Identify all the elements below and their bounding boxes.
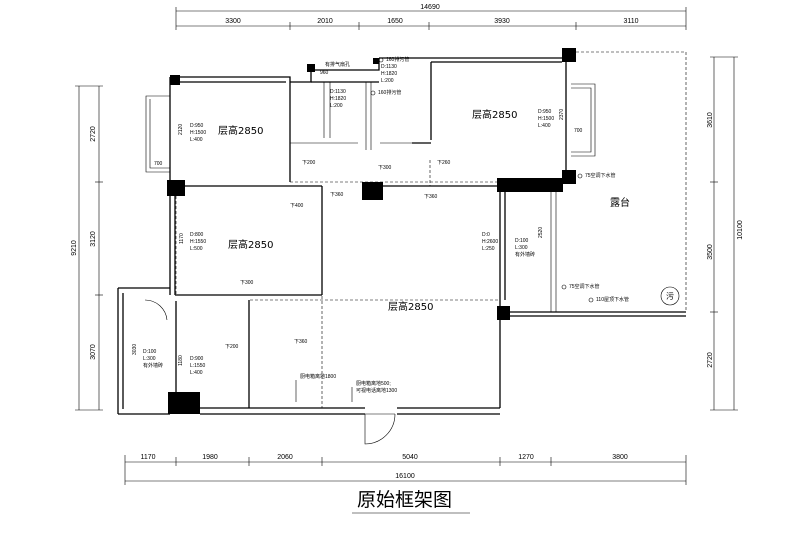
- window-notes: D:950 H:1500 L:400 2120 700 D:950 H:1500…: [132, 64, 583, 376]
- down-400: 下400: [290, 203, 304, 209]
- down-360-b: 下360: [424, 194, 438, 200]
- right-dimensions: 3610 3500 2720 10100: [707, 56, 744, 411]
- dim-left-3: 3070: [90, 344, 97, 360]
- w7-height: 1180: [178, 355, 184, 366]
- walls: [117, 51, 687, 415]
- w7-d: D:900: [190, 356, 204, 362]
- w9-l: L:200: [381, 78, 394, 84]
- drain-note-2: 160排污管: [378, 89, 401, 96]
- w3-d: D:800: [190, 232, 204, 238]
- top-dimensions: 14690 3300 2010 1650 3930 3110: [175, 4, 687, 30]
- w9-d: D:1130: [381, 64, 397, 70]
- w7-l2: L:400: [190, 370, 203, 376]
- w6-height: 3030: [132, 344, 138, 355]
- roof-drain-note: 110屋顶下水管: [596, 296, 629, 303]
- dashed-lines: [175, 160, 500, 408]
- down-300-a: 下300: [378, 165, 392, 171]
- dim-top-total: 14690: [420, 4, 440, 11]
- w4-l: L:250: [482, 246, 495, 252]
- w2-h: H:1500: [538, 116, 554, 122]
- exhaust-note: 有排气扇孔: [325, 61, 350, 68]
- down-200-b: 下200: [225, 344, 239, 350]
- w5-height: 2520: [538, 227, 544, 238]
- dim-bottom-1: 1170: [140, 454, 155, 461]
- dim-left-2: 3120: [90, 231, 97, 247]
- sewage-mark: 污: [666, 291, 674, 301]
- dim-top-2: 2010: [317, 18, 333, 25]
- w1-width: 700: [154, 161, 163, 167]
- room-label-2: 层高2850: [472, 108, 517, 121]
- w4-h: H:2600: [482, 239, 498, 245]
- structural-columns: [167, 48, 576, 414]
- w6-d: D:100: [143, 349, 157, 355]
- down-360-c: 下360: [294, 339, 308, 345]
- exhaust-width: 960: [320, 70, 329, 76]
- w2-width: 700: [574, 128, 583, 134]
- dim-right-total: 10100: [737, 220, 744, 240]
- dim-top-5: 3110: [623, 18, 638, 25]
- left-dimensions: 9210 2720 3120 3070: [71, 85, 103, 411]
- w2-l: L:400: [538, 123, 551, 129]
- dim-right-2: 3500: [707, 244, 714, 260]
- w7-l: L:1550: [190, 363, 206, 369]
- room-label-1: 层高2850: [218, 124, 263, 137]
- w8-d: D:1130: [330, 89, 346, 95]
- down-360-a: 下360: [330, 192, 344, 198]
- w8-h: H:1820: [330, 96, 346, 102]
- dim-bottom-6: 3800: [612, 454, 628, 461]
- w6-brick: 有外墙砖: [143, 362, 163, 369]
- w1-h: H:1500: [190, 130, 206, 136]
- drain-note-1: 160排污管: [386, 56, 409, 63]
- w1-height: 2120: [178, 124, 184, 135]
- doors: [144, 299, 396, 445]
- w1-l: L:400: [190, 137, 203, 143]
- page-title: 原始框架图: [357, 489, 452, 511]
- dim-right-3: 2720: [707, 352, 714, 368]
- dim-bottom-3: 2060: [277, 454, 293, 461]
- dim-bottom-4: 5040: [402, 454, 418, 461]
- dim-top-1: 3300: [225, 18, 241, 25]
- room-label-balcony: 露台: [610, 196, 630, 209]
- tv-note-1: 厨电箱离地500;: [356, 380, 391, 387]
- w6-l: L:300: [143, 356, 156, 362]
- ac-drain-note-1: 75空调下水管: [585, 172, 616, 179]
- dim-bottom-5: 1270: [518, 454, 534, 461]
- dim-bottom-total: 16100: [395, 473, 415, 480]
- w2-d: D:950: [538, 109, 552, 115]
- dim-top-4: 3930: [494, 18, 510, 25]
- bottom-dimensions: 1170 1980 2060 5040 1270 3800 16100: [124, 454, 687, 485]
- down-300-b: 下300: [240, 280, 254, 286]
- w8-l: L:200: [330, 103, 343, 109]
- dim-left-total: 9210: [71, 240, 78, 256]
- dim-right-1: 3610: [707, 112, 714, 128]
- w5-d: D:100: [515, 238, 529, 244]
- fridge-note: 厨电箱离地1800: [300, 373, 336, 380]
- w9-h: H:1820: [381, 71, 397, 77]
- w2-height: 2370: [559, 109, 565, 120]
- w3-l: L:500: [190, 246, 203, 252]
- down-260: 下260: [437, 160, 451, 166]
- w5-brick: 有外墙砖: [515, 251, 535, 258]
- w3-height: 1170: [179, 233, 185, 244]
- dim-top-3: 1650: [387, 18, 403, 25]
- room-label-3: 层高2850: [228, 238, 273, 251]
- w4-d: D:0: [482, 232, 490, 238]
- room-label-4: 层高2850: [388, 300, 433, 313]
- w3-h: H:1550: [190, 239, 206, 245]
- dim-left-1: 2720: [90, 126, 97, 142]
- w1-d: D:950: [190, 123, 204, 129]
- w5-l: L:300: [515, 245, 528, 251]
- misc-notes: 有排气扇孔 960 160排污管 160排污管 75空调下水管 75空调下水管 …: [225, 56, 680, 402]
- tv-note-2: 可视电话离地1300: [356, 387, 397, 394]
- ac-drain-note-2: 75空调下水管: [569, 283, 600, 290]
- dim-bottom-2: 1980: [202, 454, 218, 461]
- down-200-a: 下200: [302, 160, 316, 166]
